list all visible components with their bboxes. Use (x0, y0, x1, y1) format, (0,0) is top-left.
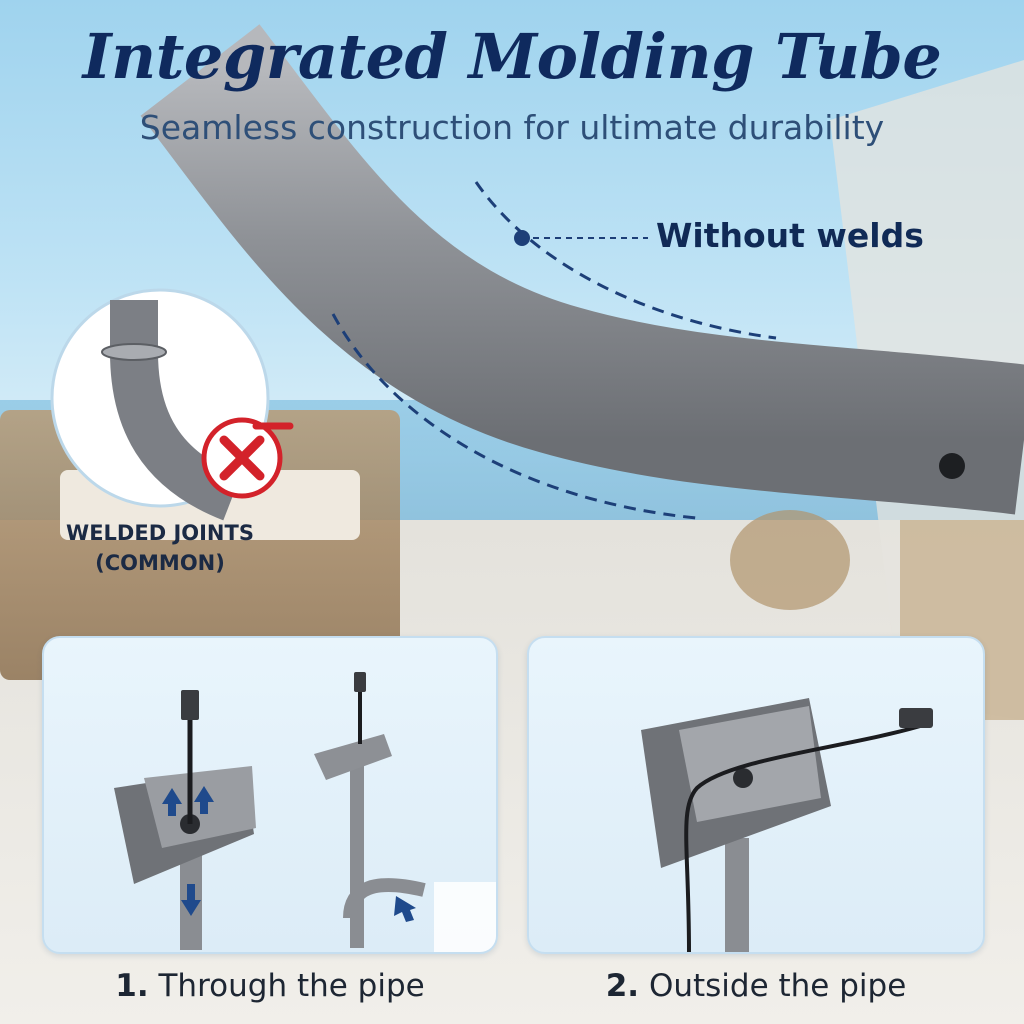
welded-label-line2: (COMMON) (95, 551, 225, 575)
welded-label-line1: WELDED JOINTS (66, 521, 254, 545)
arrow-icon (162, 786, 214, 916)
page-subtitle: Seamless construction for ultimate durab… (139, 108, 885, 147)
panel-outside-pipe (527, 636, 985, 954)
caption-outside-pipe: 2. Outside the pipe (527, 968, 985, 1004)
caption-number-1: 1. (115, 968, 149, 1004)
without-welds-callout: Without welds (656, 216, 924, 255)
panel-through-pipe (42, 636, 498, 954)
outside-pipe-illustration (641, 698, 933, 952)
caption-label-1: Through the pipe (158, 968, 425, 1004)
caption-number-2: 2. (605, 968, 640, 1004)
caption-through-pipe: 1. Through the pipe (42, 968, 498, 1004)
welded-joints-label: WELDED JOINTS (COMMON) (30, 518, 290, 578)
x-cross-icon (201, 417, 294, 499)
caption-label-2: Outside the pipe (648, 968, 907, 1004)
welded-tube-illustration (101, 300, 242, 521)
page-title: Integrated Molding Tube (82, 20, 942, 93)
arrow-icon (394, 896, 416, 922)
through-pipe-illustration (114, 672, 496, 952)
